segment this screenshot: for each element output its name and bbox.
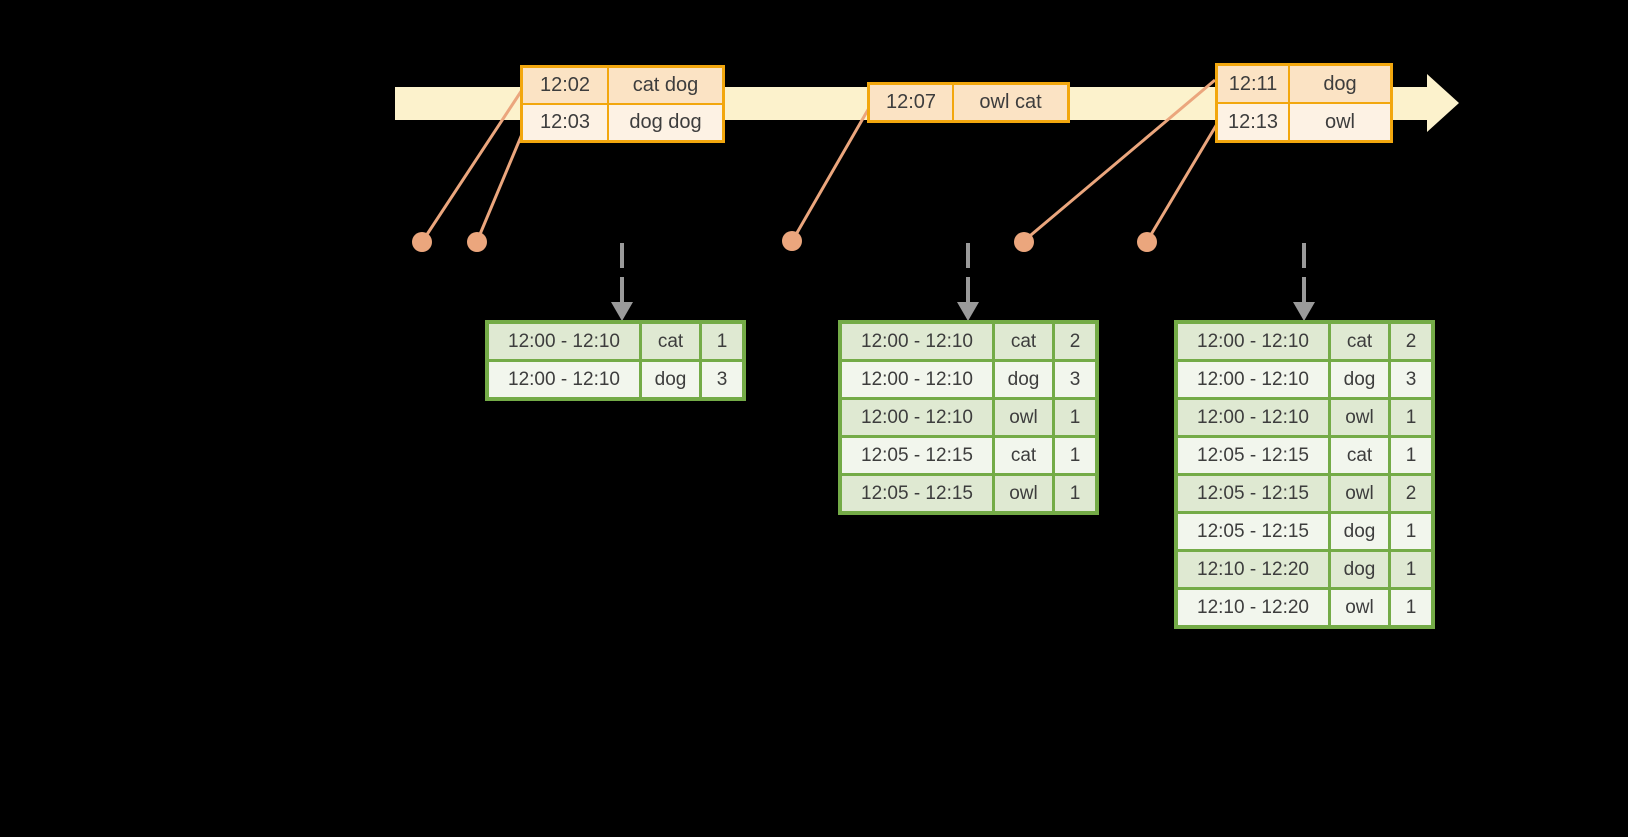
table-cell: 2 — [1391, 324, 1431, 359]
table-cell: 12:00 - 12:10 — [1178, 362, 1331, 397]
table-row: 12:03 dog dog — [523, 103, 722, 140]
event-connector-line — [1024, 78, 1216, 242]
table-row: 12:11 dog — [1218, 66, 1390, 102]
table-row: 12:13 owl — [1218, 102, 1390, 140]
table-cell: 1 — [1055, 400, 1095, 435]
table-cell: dog dog — [629, 111, 702, 133]
table-cell: 12:11 — [1218, 66, 1290, 102]
table-cell: 1 — [1391, 552, 1431, 587]
table-cell: owl — [995, 476, 1055, 511]
table-cell: 1 — [1391, 438, 1431, 473]
table-cell: 12:13 — [1218, 104, 1290, 140]
table-cell: 12:05 - 12:15 — [1178, 476, 1331, 511]
table-cell: dog — [1331, 552, 1391, 587]
table-cell: 2 — [1391, 476, 1431, 511]
table-cell: 12:05 - 12:15 — [1178, 514, 1331, 549]
table-cell: cat — [1331, 324, 1391, 359]
table-cell: owl — [995, 400, 1055, 435]
table-cell: 12:05 - 12:15 — [842, 438, 995, 473]
table-cell: cat dog — [632, 74, 699, 96]
table-cell: 3 — [1391, 362, 1431, 397]
table-cell: 1 — [1055, 438, 1095, 473]
event-table-12-07: 12:07 owl cat — [867, 82, 1070, 123]
table-cell: dog — [1323, 72, 1357, 95]
event-dot — [1137, 232, 1157, 252]
table-cell: 12:03 — [523, 105, 609, 140]
table-cell: dog — [642, 362, 702, 397]
event-table-12-02: 12:02 cat dog 12:03 dog dog — [520, 65, 725, 143]
table-cell: owl cat — [979, 91, 1042, 113]
table-cell: cat — [642, 324, 702, 359]
table-cell: dog — [1331, 362, 1391, 397]
table-cell: 12:07 — [870, 85, 954, 120]
table-cell: 12:00 - 12:10 — [842, 400, 995, 435]
event-dot — [467, 232, 487, 252]
table-cell: cat — [1331, 438, 1391, 473]
table-cell: 3 — [1055, 362, 1095, 397]
table-cell: 1 — [1055, 476, 1095, 511]
table-cell: 12:02 — [523, 68, 609, 103]
event-connector-line — [422, 89, 524, 240]
table-cell: 12:00 - 12:10 — [1178, 400, 1331, 435]
table-cell: owl — [1331, 476, 1391, 511]
table-cell: 1 — [1391, 400, 1431, 435]
table-cell: dog — [995, 362, 1055, 397]
table-cell: 12:00 - 12:10 — [1178, 324, 1331, 359]
table-cell: 3 — [702, 362, 742, 397]
table-cell: 1 — [1391, 514, 1431, 549]
table-cell: 12:10 - 12:20 — [1178, 552, 1331, 587]
table-cell: 12:05 - 12:15 — [842, 476, 995, 511]
trigger-arrow-icon — [611, 243, 633, 321]
event-connector-line — [1147, 123, 1219, 239]
table-cell: 12:10 - 12:20 — [1178, 590, 1331, 625]
table-cell: cat — [995, 438, 1055, 473]
table-cell: dog — [1331, 514, 1391, 549]
trigger-arrow-icon — [1293, 243, 1315, 321]
table-cell: owl — [1324, 110, 1355, 133]
trigger-arrow-head-icon — [957, 302, 979, 321]
event-time-axis-arrowhead-icon — [1427, 74, 1459, 132]
table-cell: 2 — [1055, 324, 1095, 359]
trigger-arrow-icon — [957, 243, 979, 321]
table-cell: 12:05 - 12:15 — [1178, 438, 1331, 473]
table-row: 12:07 owl cat — [870, 85, 1067, 120]
table-cell: 12:00 - 12:10 — [842, 362, 995, 397]
trigger-arrow-head-icon — [611, 302, 633, 321]
table-cell: 1 — [702, 324, 742, 359]
event-table-12-11: 12:11 dog 12:13 owl — [1215, 63, 1393, 143]
table-cell: owl — [1331, 400, 1391, 435]
table-cell: 12:00 - 12:10 — [489, 362, 642, 397]
table-cell: 12:00 - 12:10 — [842, 324, 995, 359]
table-cell: cat — [995, 324, 1055, 359]
table-cell: 12:00 - 12:10 — [489, 324, 642, 359]
event-connector-line — [792, 107, 871, 239]
trigger-arrow-head-icon — [1293, 302, 1315, 321]
event-dot — [412, 232, 432, 252]
event-connector-line — [476, 126, 527, 240]
event-dot — [1014, 232, 1034, 252]
table-cell: owl — [1331, 590, 1391, 625]
table-cell: 1 — [1391, 590, 1431, 625]
event-dot — [782, 231, 802, 251]
table-row: 12:02 cat dog — [523, 68, 722, 103]
